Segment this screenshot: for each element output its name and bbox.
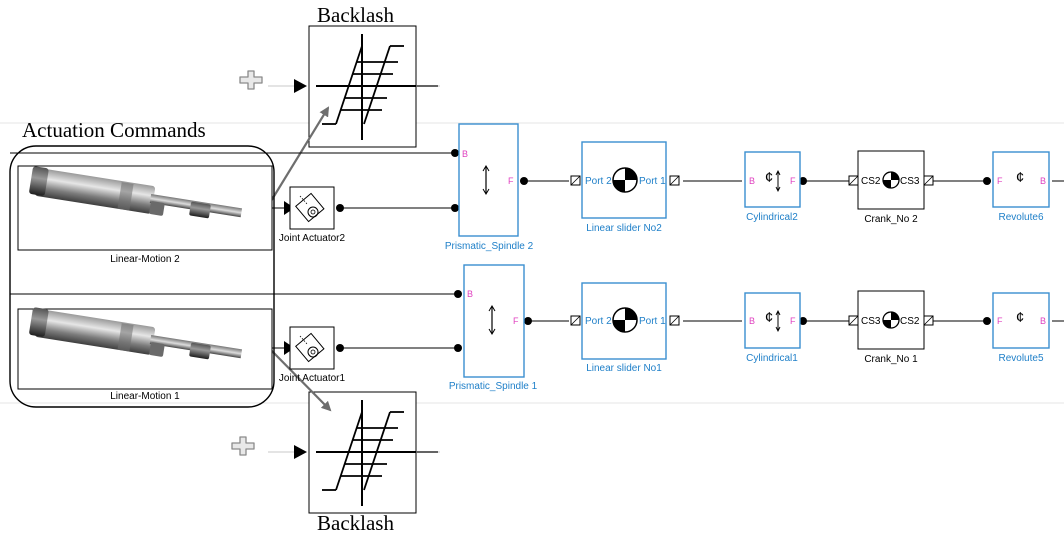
linear-slider-no1-block[interactable]: Port 2 Port 1 Linear slider No1 — [570, 282, 680, 374]
cylindrical1-block[interactable]: B F ¢ Cylindrical1 — [744, 292, 801, 364]
cylindrical2-label: Cylindrical2 — [746, 212, 798, 223]
prismatic-1-port-b: B — [467, 289, 473, 299]
actuation-commands-title: Actuation Commands — [22, 118, 206, 142]
joint-actuator-2-block[interactable]: Joint Actuator2 — [279, 186, 346, 244]
joint-axis-icon: ¢ — [1016, 169, 1024, 186]
revolute6-port-f: F — [997, 176, 1003, 186]
center-of-mass-icon — [612, 167, 638, 193]
crank-no2-label: Crank_No 2 — [864, 214, 918, 225]
prismatic-1-port-f: F — [513, 316, 519, 326]
cylindrical1-port-f: F — [790, 316, 796, 326]
prismatic-2-port-b: B — [462, 149, 468, 159]
connection-dots — [336, 149, 991, 352]
cylindrical2-port-b: B — [749, 176, 755, 186]
revolute6-block[interactable]: F B ¢ Revolute6 — [992, 151, 1050, 223]
sum-plus-icon-top[interactable] — [239, 70, 263, 90]
crank-no2-block[interactable]: CS2 CS3 Crank_No 2 — [848, 150, 934, 225]
joint-axis-icon: ¢ — [1016, 309, 1024, 326]
center-of-mass-icon — [882, 311, 900, 329]
linear-slider-no1-label: Linear slider No1 — [586, 363, 662, 374]
crank-no1-block[interactable]: CS3 CS2 Crank_No 1 — [848, 290, 934, 365]
joint-actuator-1-label: Joint Actuator1 — [279, 373, 346, 384]
joint-axis-icon: ¢ — [765, 169, 773, 186]
prismatic-spindle-2-block[interactable]: B F Prismatic_Spindle 2 — [445, 123, 534, 252]
revolute5-block[interactable]: F B ¢ Revolute5 — [992, 292, 1050, 364]
prismatic-spindle-1-label: Prismatic_Spindle 1 — [449, 381, 538, 392]
joint-actuator-1-block[interactable]: Joint Actuator1 — [279, 326, 346, 384]
revolute5-port-f: F — [997, 316, 1003, 326]
joint-actuator-2-label: Joint Actuator2 — [279, 233, 346, 244]
revolute5-label: Revolute5 — [998, 353, 1043, 364]
linear-slider-no2-block[interactable]: Port 2 Port 1 Linear slider No2 — [570, 141, 680, 234]
center-of-mass-icon — [612, 307, 638, 333]
crank-no2-port-right: CS3 — [900, 176, 920, 187]
arrow-to-backlash-top — [267, 106, 330, 207]
linear-motion-2-label: Linear-Motion 2 — [110, 254, 180, 265]
wires-top-row — [10, 152, 1064, 209]
cylindrical1-port-b: B — [749, 316, 755, 326]
sum-plus-icon-bottom[interactable] — [231, 436, 255, 456]
backlash-top-title: Backlash — [317, 3, 394, 27]
cylindrical2-block[interactable]: B F ¢ Cylindrical2 — [744, 151, 801, 223]
backlash-top-input-port-icon — [294, 79, 307, 93]
joint-axis-icon: ¢ — [765, 309, 773, 326]
prismatic-spindle-1-block[interactable]: B F Prismatic_Spindle 1 — [449, 264, 538, 392]
wires-bottom-row — [10, 293, 1064, 349]
actuation-commands-group — [9, 145, 275, 408]
linear-slider-no2-label: Linear slider No2 — [586, 223, 662, 234]
prismatic-2-port-f: F — [508, 176, 514, 186]
backlash-block-top[interactable] — [308, 25, 438, 148]
arrow-to-backlash-bottom — [267, 346, 332, 412]
revolute6-port-b: B — [1040, 176, 1046, 186]
backlash-bottom-title: Backlash — [317, 511, 394, 535]
prismatic-spindle-2-label: Prismatic_Spindle 2 — [445, 241, 534, 252]
crank-no1-port-left: CS3 — [861, 316, 881, 327]
linear-motion-2-block[interactable]: Linear-Motion 2 — [17, 165, 273, 265]
revolute5-port-b: B — [1040, 316, 1046, 326]
center-of-mass-icon — [882, 171, 900, 189]
linear-actuator-image-top — [29, 166, 243, 219]
slider-no1-port-1: Port 1 — [639, 316, 666, 327]
backlash-bottom-input-port-icon — [294, 445, 307, 459]
revolute6-label: Revolute6 — [998, 212, 1043, 223]
slider-no2-port-2: Port 2 — [585, 176, 612, 187]
cylindrical2-port-f: F — [790, 176, 796, 186]
slider-no1-port-2: Port 2 — [585, 316, 612, 327]
crank-no1-label: Crank_No 1 — [864, 354, 918, 365]
linear-actuator-image-bottom — [29, 307, 243, 360]
crank-no2-port-left: CS2 — [861, 176, 881, 187]
slider-no2-port-1: Port 1 — [639, 176, 666, 187]
linear-motion-1-label: Linear-Motion 1 — [110, 391, 180, 402]
crank-no1-port-right: CS2 — [900, 316, 920, 327]
linear-motion-1-block[interactable]: Linear-Motion 1 — [17, 307, 273, 402]
cylindrical1-label: Cylindrical1 — [746, 353, 798, 364]
